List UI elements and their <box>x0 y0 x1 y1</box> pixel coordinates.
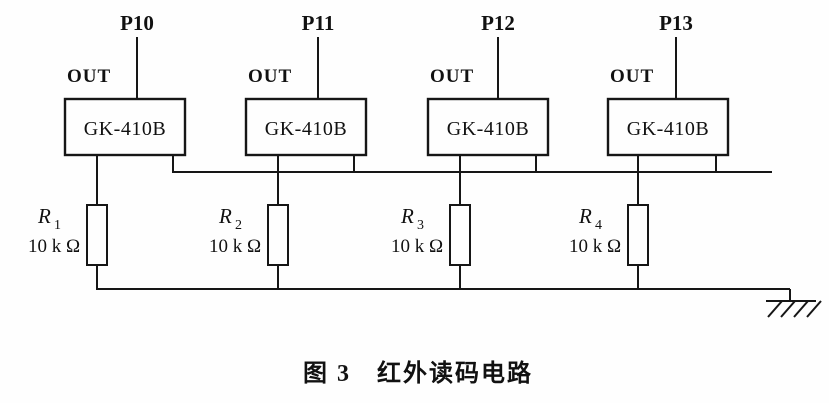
chip-box <box>606 97 730 157</box>
resistor-value: 10 k Ω <box>391 236 443 257</box>
resistor-name: R <box>37 204 51 228</box>
pin-label: P11 <box>302 11 335 35</box>
resistor-subscript: 4 <box>595 218 602 233</box>
out-label: OUT <box>610 66 654 87</box>
figure-caption: 图 3 红外读码电路 <box>303 359 533 387</box>
chip-box <box>426 97 550 157</box>
sensor-module: P10 OUT GK-410B R 1 10 k Ω <box>28 11 187 289</box>
resistor-subscript: 2 <box>235 218 242 233</box>
resistor-name: R <box>578 204 592 228</box>
resistor-subscript: 1 <box>54 218 61 233</box>
resistor-body <box>627 204 649 266</box>
pin-label: P10 <box>120 11 154 35</box>
chip-label: GK-410B <box>84 118 166 140</box>
out-label: OUT <box>67 66 111 87</box>
sensor-module: P11 OUT GK-410B R 2 10 k Ω <box>209 11 368 289</box>
resistor-body <box>267 204 289 266</box>
resistor-value: 10 k Ω <box>209 236 261 257</box>
out-label: OUT <box>248 66 292 87</box>
sensor-module: P12 OUT GK-410B R 3 10 k Ω <box>391 11 550 289</box>
resistor-subscript: 3 <box>417 218 424 233</box>
resistor-body <box>86 204 108 266</box>
pin-label: P13 <box>659 11 693 35</box>
pin-label: P12 <box>481 11 515 35</box>
chip-label: GK-410B <box>265 118 347 140</box>
ground-hatch <box>780 300 796 318</box>
resistor-value: 10 k Ω <box>569 236 621 257</box>
chip-box <box>244 97 368 157</box>
resistor-name: R <box>400 204 414 228</box>
chip-label: GK-410B <box>627 118 709 140</box>
ground-hatch <box>767 300 783 318</box>
sensor-module: P13 OUT GK-410B R 4 10 k Ω <box>569 11 730 289</box>
chip-box <box>63 97 187 157</box>
chip-label: GK-410B <box>447 118 529 140</box>
resistor-name: R <box>218 204 232 228</box>
out-label: OUT <box>430 66 474 87</box>
ground-hatch <box>793 300 809 318</box>
resistor-value: 10 k Ω <box>28 236 80 257</box>
resistor-body <box>449 204 471 266</box>
ground-hatch <box>806 300 822 318</box>
ground-icon <box>766 289 822 318</box>
